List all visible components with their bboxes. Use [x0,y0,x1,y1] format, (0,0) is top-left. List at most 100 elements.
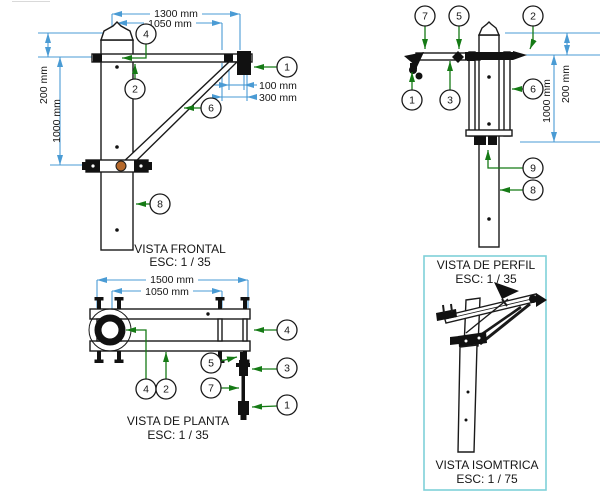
arm-hinge-profile [452,51,464,63]
callout-4-label: 4 [143,29,149,41]
callout-4-plan-bottom: 4 [135,378,157,400]
plan-view: 1500 mm 1050 mm [88,274,298,442]
leader-9 [485,150,523,169]
callout-1-label: 1 [284,62,290,74]
isometric-frame: VISTA DE PERFIL ESC: 1 / 35 VISTA ISOMTR [423,255,547,491]
pole-rivet [487,122,491,126]
pole-cap-profile [477,21,501,36]
frame-border [423,255,547,491]
flange-nut [488,136,497,145]
callout-4-front: 4 [135,23,157,45]
callout-7-label: 7 [422,11,428,23]
front-view-title: VISTA FRONTAL [134,242,226,256]
plan-view-scale: ESC: 1 / 35 [147,428,209,442]
stud [114,297,124,363]
tip-hardware-plan [236,352,250,420]
callout-8-label: 8 [530,185,536,197]
iso-brace [479,302,531,346]
callout-6-front: 6 [200,97,222,119]
bottom-flange-profile [465,129,513,137]
dim-label-bg [141,286,193,297]
callout-8-label: 8 [157,199,163,211]
top-clamp-wing [513,51,527,60]
iso-rivet [466,390,470,394]
iso-clamp-bolt [477,336,481,340]
callout-1-label: 1 [409,95,415,107]
pole-rivet [487,75,491,79]
top-clamp-profile [465,52,513,60]
profile-view-title: VISTA DE PERFIL [437,258,536,272]
iso-arm-end-fitting [529,295,537,303]
callout-2-front: 2 [124,78,146,100]
leader-1 [251,403,278,410]
callout-2-label: 2 [132,84,138,96]
callout-1-label: 1 [284,400,290,412]
callout-5-plan: 5 [200,352,222,374]
callout-3-label: 3 [284,363,290,375]
clamp-bolt-dot [91,164,95,168]
bracket-channel-right [503,51,511,137]
isometric-view-scale: ESC: 1 / 75 [456,472,518,486]
callout-1-front: 1 [276,56,298,78]
iso-arm-end-wing [536,293,547,307]
callout-1-profile: 1 [401,89,423,111]
iso-bolt-tick [442,304,445,314]
dim-label-bg [150,8,202,20]
profile-dim-200: 200 mm [560,65,572,103]
iso-clamp-bolt [464,339,468,343]
dim-tip-total: 300 mm [259,92,297,104]
callout-5-profile: 5 [448,5,470,27]
dim-width-arm: 1050 mm [148,18,192,30]
iso-lamp-flag [494,282,519,299]
iso-clamp-lug [450,336,459,345]
pole-rivet [115,65,119,69]
isometric-view-title: VISTA ISOMTRICA [435,458,538,472]
leader-2 [529,26,537,50]
leader-5 [220,356,238,363]
iso-rivet [464,418,468,422]
clamp-bolt-dot [139,164,143,168]
iso-arm-edge [445,297,537,320]
leader-4b [126,327,147,379]
dim-label-bg [144,18,196,29]
dim-width-total: 1300 mm [154,8,198,20]
profile-view-scale: ESC: 1 / 35 [455,272,517,286]
pole-hub-plan [94,314,126,346]
pole-rivet [115,145,119,149]
callout-9-label: 9 [530,163,536,175]
pole-front [100,39,134,251]
bolt-shaft [217,318,223,342]
iso-pole-shaft [457,344,478,453]
callout-3-plan: 3 [276,357,298,379]
dim-height-top: 200 mm [38,66,50,104]
arm-bar-top-plan [89,308,251,320]
callout-8-profile: 8 [522,179,544,201]
flange-nut [474,136,486,145]
callout-9-profile: 9 [522,157,544,179]
lamp-fitting-profile [404,52,424,80]
pole-rivet [115,228,119,232]
callout-1-plan: 1 [276,394,298,416]
bracket-channel-left [468,51,476,137]
profile-extension-lines [505,32,600,143]
arm-bolt-left [93,54,102,62]
plan-view-title: VISTA DE PLANTA [127,414,229,428]
clamp-pivot [115,160,127,172]
callout-7-label: 7 [208,383,214,395]
profile-dimension-lines [551,33,570,142]
callout-2-plan-bottom: 2 [155,378,177,400]
brace-front [117,61,239,170]
arm-front [91,53,253,63]
callout-4-label: 4 [284,325,290,337]
callout-7-plan: 7 [200,377,222,399]
isometric-drawing [436,282,547,453]
arm-bolt-right [224,54,233,62]
front-view: 1300 mm 1050 mm 100 mm 300 mm 200 mm 100… [38,8,298,269]
profile-view: 200 mm 1000 mm [401,5,600,248]
callout-8-front: 8 [149,193,171,215]
callout-3-profile: 3 [439,89,461,111]
callout-6-label: 6 [208,103,214,115]
iso-bolt-tick [450,303,453,313]
callout-5-label: 5 [208,358,214,370]
